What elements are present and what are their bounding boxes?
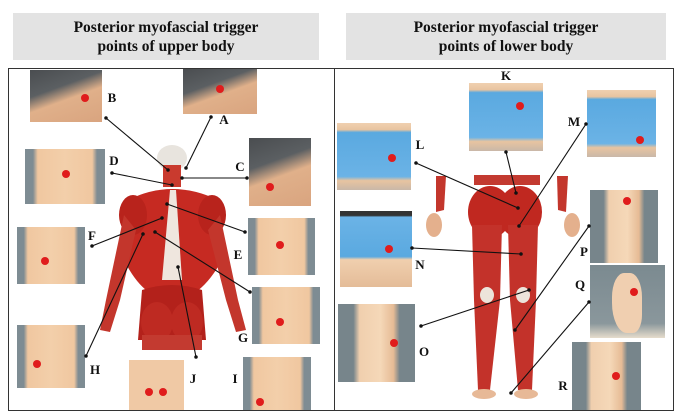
trigger-point-dot bbox=[266, 183, 274, 191]
photo-D bbox=[25, 149, 105, 204]
trigger-point-dot bbox=[256, 398, 264, 406]
foot-shape bbox=[612, 273, 642, 333]
trigger-point-dot bbox=[276, 318, 284, 326]
trigger-point-dot bbox=[276, 241, 284, 249]
label-J: J bbox=[189, 371, 197, 386]
photo-M bbox=[587, 90, 656, 157]
trigger-point-dot bbox=[630, 288, 638, 296]
title-line: points of lower body bbox=[438, 37, 574, 55]
pointer-line-A bbox=[184, 115, 213, 170]
photo-J bbox=[129, 360, 184, 410]
photo-C bbox=[249, 138, 311, 206]
pointer-line-D bbox=[110, 171, 174, 187]
photo-H bbox=[17, 325, 85, 388]
pointer-line-R bbox=[509, 300, 591, 395]
pointer-line-O bbox=[419, 288, 531, 328]
pointer-line-N bbox=[410, 246, 523, 256]
pointer-line-L bbox=[414, 161, 520, 210]
trigger-point-dot bbox=[388, 154, 396, 162]
pointer-line-B bbox=[104, 116, 170, 172]
photo-Q bbox=[590, 265, 665, 338]
trigger-point-dot bbox=[516, 102, 524, 110]
pointer-line-J bbox=[176, 265, 198, 359]
label-M: M bbox=[567, 114, 581, 129]
label-N: N bbox=[415, 257, 425, 272]
trigger-point-dot bbox=[159, 388, 167, 396]
photo-O bbox=[338, 304, 415, 382]
title-line: Posterior myofascial trigger bbox=[73, 18, 259, 36]
pointer-line-K bbox=[504, 150, 518, 195]
pointer-line-E bbox=[165, 202, 247, 234]
photo-G bbox=[252, 287, 320, 344]
trigger-point-dot bbox=[612, 372, 620, 380]
trigger-point-dot bbox=[385, 245, 393, 253]
label-I: I bbox=[232, 371, 238, 386]
trigger-point-dot bbox=[390, 339, 398, 347]
pointer-line-H bbox=[84, 232, 145, 358]
trigger-point-dot bbox=[62, 170, 70, 178]
trigger-point-dot bbox=[145, 388, 153, 396]
label-A: A bbox=[219, 112, 229, 127]
trigger-point-dot bbox=[216, 85, 224, 93]
title-line: Posterior myofascial trigger bbox=[413, 18, 599, 36]
lower-body-panel bbox=[334, 68, 674, 411]
label-C: C bbox=[235, 159, 245, 174]
photo-B bbox=[30, 70, 102, 122]
photo-I bbox=[243, 357, 311, 410]
title-line: points of upper body bbox=[97, 37, 235, 55]
label-E: E bbox=[233, 247, 243, 262]
trigger-point-dot bbox=[41, 257, 49, 265]
photo-E bbox=[248, 218, 315, 275]
trigger-point-dot bbox=[636, 136, 644, 144]
label-B: B bbox=[107, 90, 117, 105]
label-L: L bbox=[415, 137, 425, 152]
label-R: R bbox=[558, 378, 568, 393]
photo-P bbox=[590, 190, 658, 263]
photo-F bbox=[17, 227, 85, 284]
label-O: O bbox=[418, 344, 430, 359]
trigger-point-dot bbox=[81, 94, 89, 102]
photo-N bbox=[340, 211, 412, 287]
trigger-point-dot bbox=[623, 197, 631, 205]
label-Q: Q bbox=[574, 277, 586, 292]
photo-A bbox=[183, 69, 257, 114]
pointer-line-M bbox=[517, 122, 588, 228]
label-G: G bbox=[237, 330, 249, 345]
pointer-line-F bbox=[90, 216, 164, 248]
trigger-point-dot bbox=[33, 360, 41, 368]
label-F: F bbox=[88, 228, 96, 243]
label-P: P bbox=[580, 244, 588, 259]
photo-L bbox=[337, 123, 411, 190]
label-K: K bbox=[500, 68, 512, 83]
label-H: H bbox=[89, 362, 101, 377]
label-D: D bbox=[109, 153, 119, 168]
pointer-line-G bbox=[153, 230, 252, 294]
